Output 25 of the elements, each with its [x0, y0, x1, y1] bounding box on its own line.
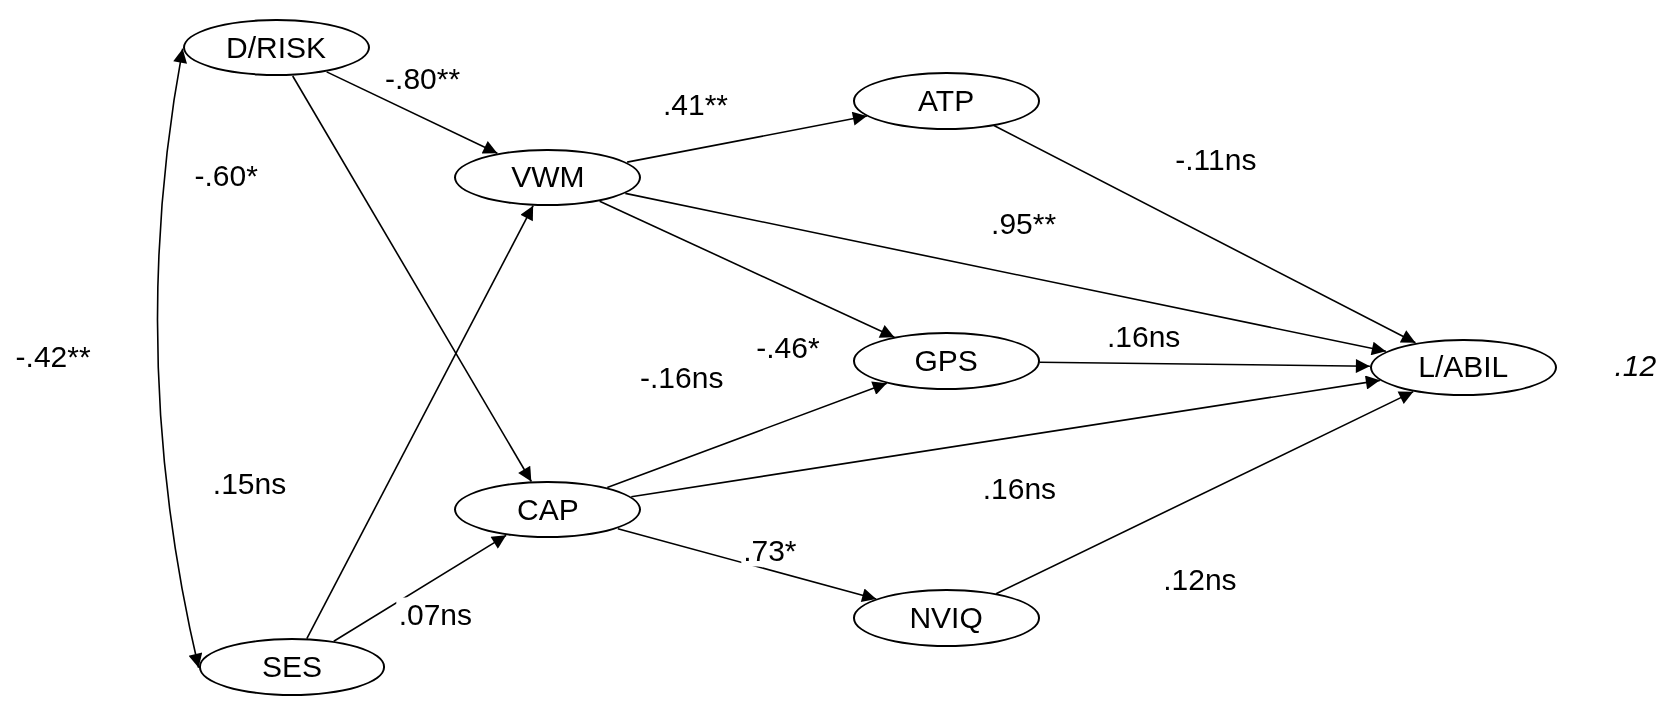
arrow	[325, 71, 499, 155]
node-label: VWM	[511, 160, 585, 195]
node-label: SES	[262, 649, 322, 684]
arrow	[995, 390, 1415, 595]
node-label: L/ABIL	[1418, 350, 1509, 385]
node-label: ATP	[918, 83, 975, 118]
ellipse-node	[198, 638, 386, 696]
ellipse-node	[1369, 338, 1557, 397]
node-label: CAP	[517, 492, 579, 527]
ellipse-node	[182, 19, 370, 77]
arrow	[291, 75, 533, 483]
node-label: NVIQ	[909, 601, 983, 635]
arrow	[993, 124, 1417, 344]
node-label: GPS	[914, 344, 978, 378]
arrow	[606, 381, 888, 489]
arrow	[626, 111, 868, 163]
ellipse-node	[852, 72, 1040, 130]
arrow	[624, 192, 1387, 356]
arrow	[598, 200, 896, 338]
arrow	[630, 375, 1381, 498]
arrow	[1038, 359, 1371, 374]
node-label: D/RISK	[226, 30, 327, 65]
variance-label: .12	[1614, 349, 1657, 384]
arrow	[617, 527, 877, 603]
arrow	[306, 204, 534, 640]
